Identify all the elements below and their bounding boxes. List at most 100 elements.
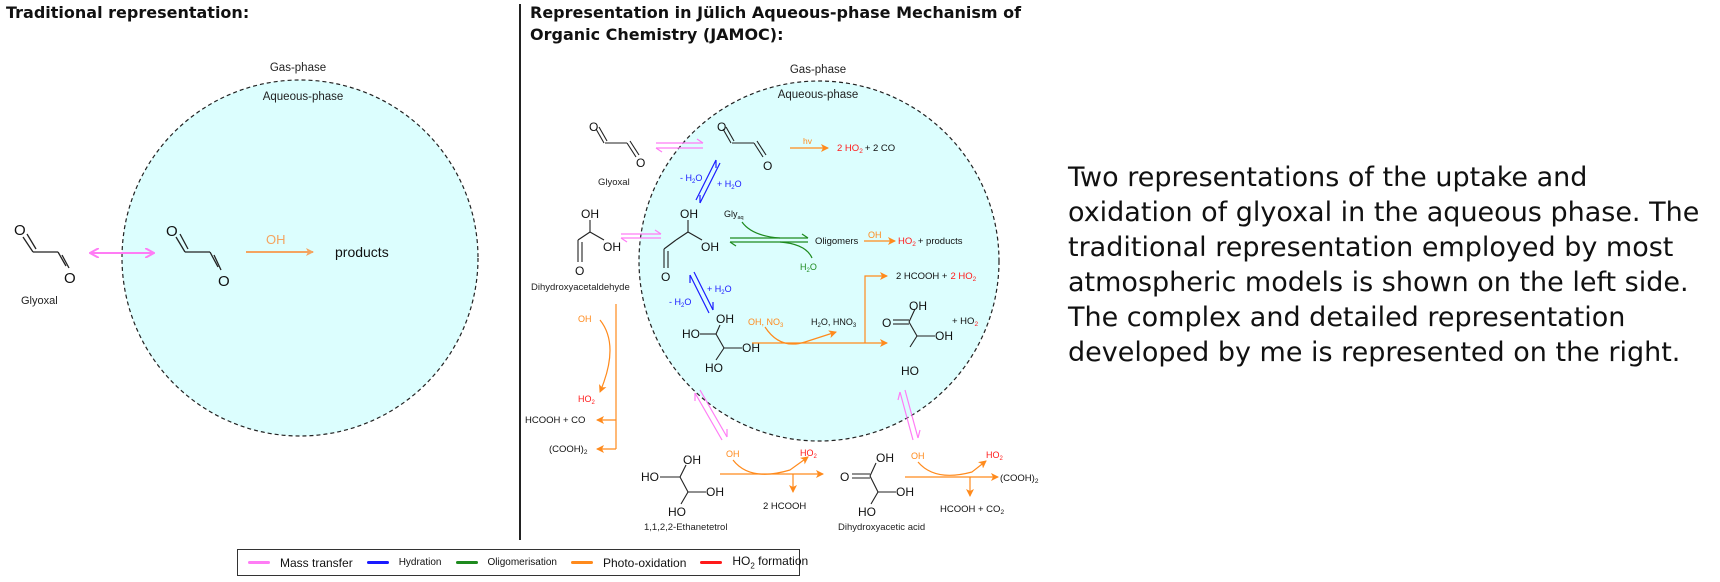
legend-swatch: [700, 560, 723, 564]
h2o-green-label: H2O: [800, 262, 817, 274]
dhaa-oh-label: OH: [911, 451, 925, 461]
hcooh-ho2-products: 2 HCOOH +2 HO2: [896, 271, 977, 283]
glyoxal-gas-structure: [22, 233, 70, 269]
atom-oh: OH: [581, 207, 599, 221]
dhaa-oh-curve-arrow: [917, 460, 987, 476]
dihydroxyacetaldehyde-gas-structure: [577, 220, 605, 262]
gas-phase-label-right: Gas-phase: [790, 64, 846, 76]
aqueous-phase-label-left: Aqueous-phase: [263, 91, 344, 103]
caption-text: Two representations of the uptake and ox…: [1068, 162, 1700, 368]
mechanism-diagram: Gas-phase Aqueous-phase O O Glyoxal O O …: [14, 62, 1039, 533]
minus-h2o-label: - H2O: [669, 297, 691, 309]
dhaa-ho2-label: HO2: [986, 450, 1004, 462]
hcooh-co-label: HCOOH + CO: [525, 415, 585, 426]
atom-o: O: [763, 159, 772, 173]
hcooh-co2-label: HCOOH + CO2: [940, 504, 1004, 516]
atom-ho: HO: [682, 327, 700, 341]
cooh2-label-right: (COOH)2: [1000, 473, 1039, 485]
ethanetetrol-gas-structure: [660, 464, 706, 505]
atom-oh: OH: [935, 329, 953, 343]
branch-arrow-hcooh: [864, 272, 888, 343]
atom-oh: OH: [909, 299, 927, 313]
atom-oh: OH: [896, 485, 914, 499]
gly-aq-label: Glyaq: [724, 209, 744, 221]
jamoc-diagram: Gas-phase Aqueous-phase O O Glyoxal O O: [525, 64, 1039, 533]
legend-item-oligomerisation: Oligomerisation: [455, 557, 557, 568]
glyoxal-aq-structure: [175, 233, 222, 271]
oligomers-label: Oligomers: [815, 236, 859, 247]
dihydroxyacetic-acid-label: Dihydroxyacetic acid: [838, 522, 925, 533]
atom-o: O: [575, 264, 584, 278]
legend-item-hydration: Hydration: [366, 557, 442, 568]
legend-label: Photo-oxidation: [602, 555, 687, 570]
cooh2-label-left: (COOH)2: [549, 444, 588, 456]
atom-ho: HO: [858, 505, 876, 519]
legend-item-ho2-formation: HO2 formation: [700, 554, 808, 571]
aqueous-droplet-left: [121, 79, 479, 437]
gas-phase-label-left: Gas-phase: [270, 62, 326, 74]
atom-o: O: [64, 270, 76, 287]
legend-swatch: [455, 561, 478, 564]
mass-transfer-equilibrium-glyoxal: [655, 138, 704, 153]
dihydroxyacetic-acid-aq-structure: [893, 308, 935, 348]
ethanetetrol-label: 1,1,2,2-Ethanetetrol: [644, 522, 727, 533]
legend-label: Oligomerisation: [487, 557, 557, 568]
legend: Mass transfer Hydration Oligomerisation …: [237, 549, 808, 576]
photolysis-products: 2 HO2+ 2 CO: [837, 143, 895, 155]
plus-h2o-label: + H2O: [707, 284, 732, 296]
legend-swatch: [248, 561, 270, 564]
dha-oh-label: OH: [578, 314, 592, 324]
ethanetetrol-oh-curve-arrow: [732, 456, 809, 475]
hydration-equilibrium-2: [689, 271, 714, 314]
two-hcooh-label: 2 HCOOH: [763, 501, 806, 512]
products-label-left: products: [335, 244, 389, 260]
aqueous-droplet-right: [638, 80, 1000, 442]
h2o-hno3-label: H2O, HNO3: [811, 317, 857, 329]
atom-oh: OH: [716, 312, 734, 326]
oligomer-oh-label: OH: [868, 230, 882, 240]
ethanetetrol-aq-structure: [700, 324, 742, 361]
atom-oh: OH: [603, 240, 621, 254]
glyoxal-label-right: Glyoxal: [598, 177, 630, 188]
atom-oh: OH: [680, 207, 698, 221]
ethanetetrol-oh-label: OH: [726, 449, 740, 459]
ethanetetrol-ho2-label: HO2: [800, 448, 818, 460]
mass-transfer-equilibrium-ethanetetrol: [694, 389, 728, 441]
dha-oh-curve-arrow: [599, 319, 611, 393]
glyoxal-gas-structure: [595, 126, 640, 158]
atom-o: O: [661, 270, 670, 284]
atom-ho: HO: [705, 361, 723, 375]
dihydroxyacetaldehyde-label: Dihydroxyacetaldehyde: [531, 282, 630, 293]
plus-h2o-label: + H2O: [717, 179, 742, 191]
atom-oh: OH: [683, 453, 701, 467]
atom-o: O: [717, 120, 726, 134]
legend-label: Mass transfer: [280, 555, 353, 570]
atom-oh: OH: [701, 240, 719, 254]
atom-o: O: [218, 273, 230, 290]
panel-divider: [519, 4, 521, 540]
atom-ho: HO: [641, 470, 659, 484]
atom-o: O: [14, 222, 26, 239]
oh-no3-label: OH, NO3: [748, 317, 784, 329]
atom-o: O: [840, 470, 849, 484]
dihydroxyacetaldehyde-aq-structure: [663, 220, 703, 268]
atom-o: O: [882, 316, 891, 330]
traditional-diagram: Gas-phase Aqueous-phase O O Glyoxal O O …: [14, 62, 479, 437]
atom-o: O: [166, 223, 178, 240]
hydration-equilibrium-1: [695, 159, 721, 204]
mass-transfer-equilibrium-dha: [620, 229, 662, 243]
traditional-title: Traditional representation:: [6, 3, 250, 22]
glyoxal-label-left: Glyoxal: [21, 295, 58, 307]
hv-label: hv: [803, 136, 813, 146]
atom-ho: HO: [901, 364, 919, 378]
oligomerisation-equilibrium: [729, 221, 813, 259]
legend-swatch: [570, 561, 593, 564]
dha-ho2-label: HO2: [578, 394, 596, 406]
atom-ho: HO: [668, 505, 686, 519]
atom-oh: OH: [742, 341, 760, 355]
legend-item-mass-transfer: Mass transfer: [248, 556, 353, 570]
atom-o: O: [589, 120, 598, 134]
dihydroxyacetic-acid-gas-structure: [852, 462, 896, 505]
legend-label: Hydration: [398, 557, 442, 568]
mass-transfer-equilibrium-dhaa: [897, 389, 921, 441]
